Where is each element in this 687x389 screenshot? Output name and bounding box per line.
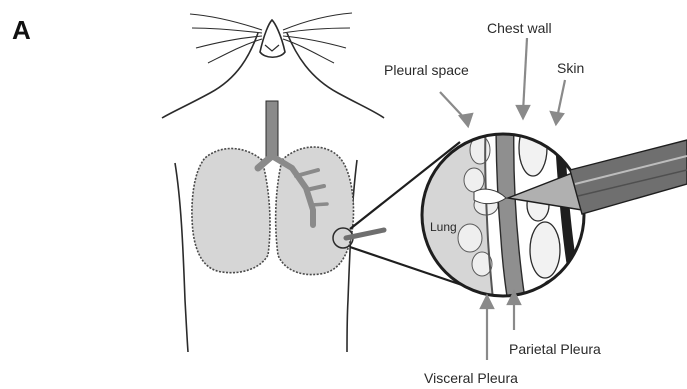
label-skin: Skin <box>557 60 584 76</box>
label-lung: Lung <box>430 220 457 234</box>
label-pleural-space: Pleural space <box>384 62 469 78</box>
snout <box>260 20 285 57</box>
lungs <box>192 147 354 275</box>
panel-letter: A <box>12 15 31 45</box>
label-parietal-pleura: Parietal Pleura <box>509 341 601 357</box>
magnified-view <box>400 120 584 312</box>
label-chest-wall: Chest wall <box>487 20 552 36</box>
label-visceral-pleura: Visceral Pleura <box>424 370 518 386</box>
trachea <box>266 101 278 157</box>
